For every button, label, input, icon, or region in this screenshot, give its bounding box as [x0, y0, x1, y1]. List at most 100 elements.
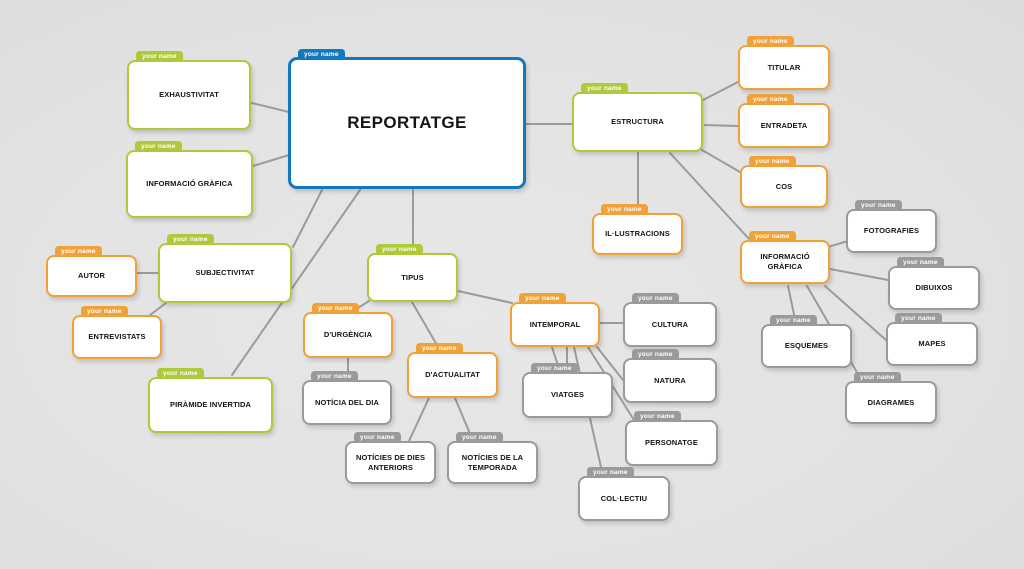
connector-estructura--entradeta: [704, 124, 739, 127]
node-name-tab[interactable]: your name: [157, 368, 204, 379]
node-name-tab[interactable]: your name: [531, 363, 578, 374]
node-name-tab[interactable]: your name: [749, 231, 796, 242]
node-name-tab[interactable]: your name: [634, 411, 681, 422]
node-name-tab[interactable]: your name: [167, 234, 214, 245]
node-label: ESQUEMES: [784, 341, 829, 351]
node-label: D'ACTUALITAT: [425, 370, 480, 380]
connector-tipus--intemporal: [457, 290, 513, 304]
node-name-tab[interactable]: your name: [770, 315, 817, 326]
node-label: ENTREVISTATS: [88, 332, 146, 342]
node-label: SUBJECTIVITAT: [195, 268, 255, 278]
node-name-tab[interactable]: your name: [581, 83, 628, 94]
node-label: INFORMACIÓ GRÀFICA: [760, 252, 810, 271]
node-name-tab[interactable]: your name: [354, 432, 401, 443]
node-name-tab[interactable]: your name: [587, 467, 634, 478]
node-label: INFORMACIÓ GRÀFICA: [146, 179, 233, 189]
node-name-tab[interactable]: your name: [747, 94, 794, 105]
connector-estructura--cos: [701, 149, 741, 173]
node-name-tab[interactable]: your name: [311, 371, 358, 382]
node-name-tab[interactable]: your name: [601, 204, 648, 215]
node-label: ENTRADETA: [760, 120, 808, 130]
node-label: AUTOR: [77, 271, 106, 281]
node-label: INTEMPORAL: [529, 319, 581, 329]
node-label: REPORTATGE: [347, 112, 467, 132]
node-label: ESTRUCTURA: [611, 117, 664, 127]
node-label: EXHAUSTIVITAT: [159, 90, 219, 100]
node-name-tab[interactable]: your name: [855, 200, 902, 211]
node-name-tab[interactable]: your name: [854, 372, 901, 383]
node-name-tab[interactable]: your name: [632, 349, 679, 360]
node-name-tab[interactable]: your name: [81, 306, 128, 317]
node-label: DIBUIXOS: [915, 283, 953, 293]
node-name-tab[interactable]: your name: [749, 156, 796, 167]
node-label: TIPUS: [401, 272, 424, 282]
node-name-tab[interactable]: your name: [298, 49, 345, 60]
node-name-tab[interactable]: your name: [376, 244, 423, 255]
node-label: PIRÀMIDE INVERTIDA: [170, 400, 251, 410]
node-label: NOTÍCIES DE LA TEMPORADA: [461, 452, 524, 472]
connector-informacio-grafica-esquerra--reportatge: [252, 154, 290, 167]
node-label: FOTOGRAFIES: [863, 226, 920, 236]
node-label: CULTURA: [651, 319, 689, 329]
node-name-tab[interactable]: your name: [312, 303, 359, 314]
node-name-tab[interactable]: your name: [416, 343, 463, 354]
node-name-tab[interactable]: your name: [135, 141, 182, 152]
connector-informacio-grafica-dreta--dibuixos: [829, 268, 889, 281]
node-name-tab[interactable]: your name: [747, 36, 794, 47]
node-label: NOTÍCIES DE DIES ANTERIORS: [355, 452, 426, 472]
node-name-tab[interactable]: your name: [136, 51, 183, 62]
node-label: IL·LUSTRACIONS: [605, 229, 670, 239]
node-name-tab[interactable]: your name: [632, 293, 679, 304]
node-label: DIAGRAMES: [867, 397, 915, 407]
connector-estructura--titular: [702, 81, 739, 101]
connector-informacio-grafica-dreta--fotografies: [827, 240, 849, 248]
node-label: COS: [775, 181, 793, 191]
node-label: VIATGES: [550, 390, 585, 400]
node-label: D'URGÈNCIA: [323, 330, 373, 340]
node-name-tab[interactable]: your name: [55, 246, 102, 257]
node-label: MAPES: [918, 339, 946, 349]
connector-dactualitat--noticies-de-dies-anteriors: [408, 397, 430, 442]
connector-reportatge--subjectivitat: [292, 189, 323, 248]
connector-subjectivitat--entrevistats: [149, 302, 167, 316]
node-name-tab[interactable]: your name: [897, 257, 944, 268]
node-name-tab[interactable]: your name: [519, 293, 566, 304]
node-name-tab[interactable]: your name: [895, 313, 942, 324]
node-name-tab[interactable]: your name: [456, 432, 503, 443]
node-label: PERSONATGE: [645, 438, 698, 448]
node-label: NOTÍCIA DEL DIA: [314, 397, 379, 407]
node-label: COL·LECTIU: [600, 493, 648, 503]
connector-exhaustivitat--reportatge: [251, 102, 290, 113]
